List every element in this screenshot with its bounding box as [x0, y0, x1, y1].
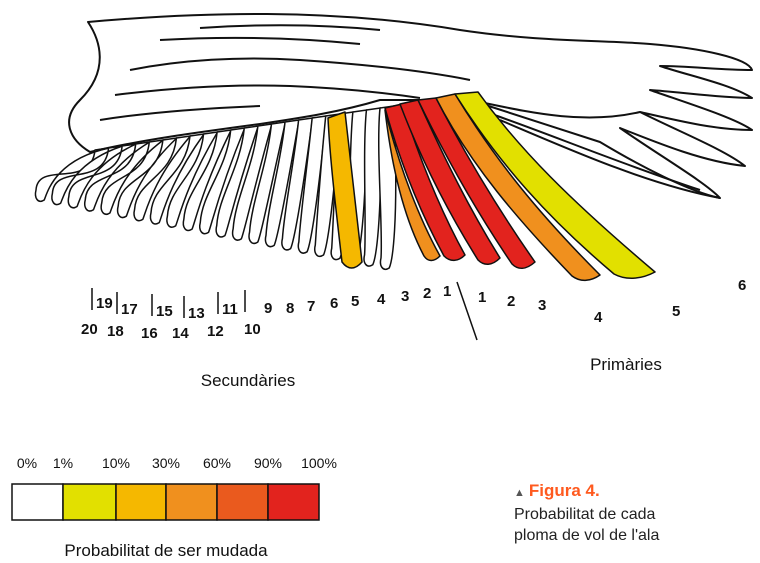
- sec-label-13: 13: [188, 305, 205, 322]
- prim-label-2: 2: [507, 293, 515, 310]
- legend-swatch-2: [116, 484, 166, 520]
- legend-tick-0: 0%: [17, 455, 37, 471]
- legend: 0% 1% 10% 30% 60% 90% 100% Probabilitat …: [12, 455, 337, 560]
- sec-label-7: 7: [307, 298, 315, 315]
- primaries-caption: Primàries: [590, 355, 662, 374]
- prim-label-5: 5: [672, 303, 680, 320]
- legend-swatch-5: [268, 484, 319, 520]
- prim-label-3: 3: [538, 297, 546, 314]
- sec-label-20: 20: [81, 321, 98, 338]
- figure-title: Figura 4.: [529, 481, 600, 500]
- legend-tick-1: 1%: [53, 455, 73, 471]
- sec-label-16: 16: [141, 325, 158, 342]
- sec-label-19: 19: [96, 295, 113, 312]
- legend-swatch-4: [217, 484, 268, 520]
- sec-label-12: 12: [207, 323, 224, 340]
- sec-label-4: 4: [377, 291, 386, 308]
- sec-label-6: 6: [330, 295, 338, 312]
- sec-label-3: 3: [401, 288, 409, 305]
- primary-labels: 1 2 3 4 5 6 Primàries: [478, 277, 746, 374]
- legend-tick-3: 30%: [152, 455, 180, 471]
- legend-tick-2: 10%: [102, 455, 130, 471]
- sec-label-15: 15: [156, 303, 173, 320]
- legend-tick-6: 100%: [301, 455, 337, 471]
- sec-label-14: 14: [172, 325, 189, 342]
- prim-label-1: 1: [478, 289, 486, 306]
- sec-label-10: 10: [244, 321, 261, 338]
- legend-title: Probabilitat de ser mudada: [64, 541, 268, 560]
- sec-label-8: 8: [286, 300, 294, 317]
- figure-text-line-2: ploma de vol de l'ala: [514, 525, 754, 546]
- prim-label-4: 4: [594, 309, 603, 326]
- secondaries-caption: Secundàries: [201, 371, 296, 390]
- primaries-divider: [457, 282, 477, 340]
- triangle-up-icon: ▲: [514, 487, 525, 499]
- legend-swatch-1: [63, 484, 116, 520]
- figure-text-line-1: Probabilitat de cada: [514, 504, 754, 525]
- sec-label-18: 18: [107, 323, 124, 340]
- legend-swatch-3: [166, 484, 217, 520]
- secondary-labels: 19 17 15 13 11 9 8 7 6 5 4 3 2 1 20 18 1…: [81, 283, 451, 390]
- sec-label-11: 11: [222, 301, 238, 318]
- sec-label-1: 1: [443, 283, 451, 300]
- sec-label-5: 5: [351, 293, 359, 310]
- sec-label-9: 9: [264, 300, 272, 317]
- legend-tick-4: 60%: [203, 455, 231, 471]
- legend-swatch-0: [12, 484, 63, 520]
- sec-label-2: 2: [423, 285, 431, 302]
- legend-tick-5: 90%: [254, 455, 282, 471]
- prim-label-6: 6: [738, 277, 746, 294]
- sec-label-17: 17: [121, 301, 138, 318]
- figure-caption: ▲ Figura 4. Probabilitat de cada ploma de…: [514, 480, 754, 546]
